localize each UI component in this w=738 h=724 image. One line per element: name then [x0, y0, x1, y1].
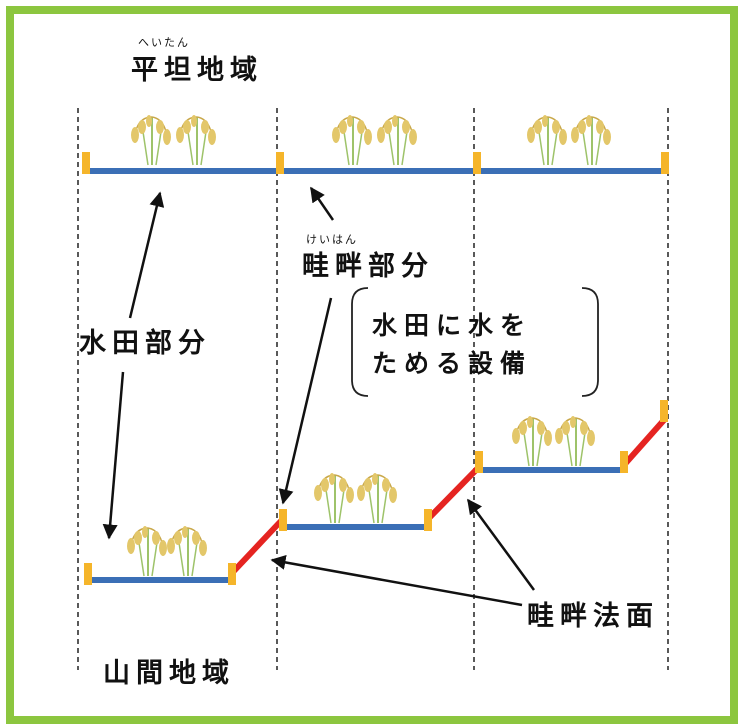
- note-bracket: [351, 287, 599, 397]
- arrow-slope-2: [466, 498, 536, 591]
- levee-post: [276, 152, 284, 174]
- levee-note-line2: ためる設備: [372, 349, 533, 378]
- mountain-area-paddies: [84, 400, 668, 585]
- mountain-area-label: 山間地域: [103, 658, 235, 689]
- rice-plant-icon: [175, 114, 217, 166]
- arrow-levee-flat: [309, 186, 335, 221]
- flat-area-paddies: [82, 152, 669, 174]
- rice-plant-icon: [331, 114, 373, 166]
- rice-plant-icon: [376, 114, 418, 166]
- flat-area-label: 平坦地域: [131, 55, 263, 86]
- slope-face: [425, 466, 480, 522]
- arrow-levee-mountain: [278, 297, 333, 505]
- rice-plant-icon: [570, 114, 612, 166]
- levee-post: [228, 563, 236, 585]
- arrow-paddy-flat: [128, 191, 165, 319]
- levee-post: [660, 400, 668, 422]
- levee-post: [661, 152, 669, 174]
- slope-face: [229, 518, 284, 576]
- rice-plant-icon: [130, 114, 172, 166]
- arrow-slope-1: [270, 555, 523, 607]
- rice-plant-icon: [554, 415, 596, 467]
- slope-face: [621, 418, 667, 467]
- arrows: [102, 186, 536, 607]
- levee-note-line1: 水田に水を: [372, 311, 533, 340]
- levee-post: [473, 152, 481, 174]
- levee-post: [620, 451, 628, 473]
- rice-plant-icon: [526, 114, 568, 166]
- levee-post: [424, 509, 432, 531]
- levee-part-label: 畦畔部分: [302, 251, 434, 282]
- flat-area-ruby: へいたん: [138, 36, 190, 49]
- rice-plant-icon: [511, 415, 553, 467]
- paddy-part-label: 水田部分: [79, 328, 211, 359]
- section-dividers: [77, 108, 669, 670]
- rice-plant-icon: [313, 472, 355, 524]
- arrow-paddy-mountain: [102, 371, 125, 540]
- levee-ruby: けいはん: [306, 233, 358, 246]
- rice-plant-icon: [356, 472, 398, 524]
- rice-plant-icon: [166, 525, 208, 577]
- rice-plant-icon: [126, 525, 168, 577]
- levee-slope-label: 畦畔法面: [527, 601, 659, 632]
- levee-post: [84, 563, 92, 585]
- levee-post: [475, 451, 483, 473]
- levee-post: [279, 509, 287, 531]
- levee-post: [82, 152, 90, 174]
